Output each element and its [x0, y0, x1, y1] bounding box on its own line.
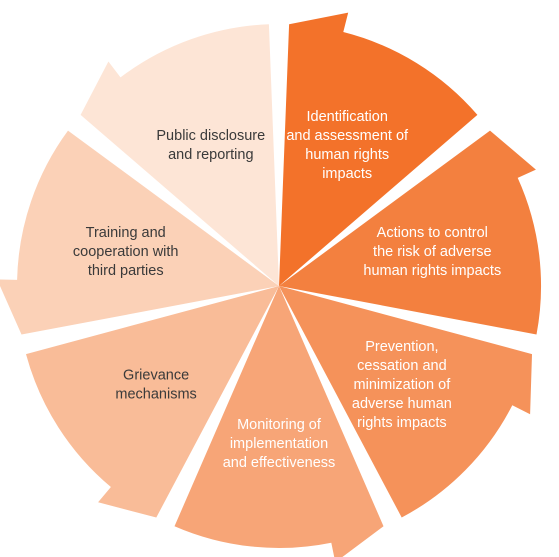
- segment-label-risk-control: Actions to control the risk of adverse hum…: [363, 225, 501, 279]
- segment-label-prevention: Prevention, cessation and minimization of a…: [352, 339, 452, 431]
- segment-label-training: Training and cooperation with third partie…: [73, 225, 179, 279]
- segment-label-line: and reporting: [168, 147, 253, 163]
- segment-label-disclosure: Public disclosure and reporting: [156, 128, 265, 163]
- segment-label-line: cooperation with: [73, 244, 179, 260]
- segment-label-line: rights impacts: [357, 415, 446, 431]
- segment-label-line: Prevention,: [365, 339, 438, 355]
- segment-label-line: third parties: [88, 263, 164, 279]
- segment-monitoring: [174, 286, 384, 557]
- segment-label-line: implementation: [230, 436, 328, 452]
- segment-label-monitoring: Monitoring of implementation and effective…: [223, 417, 336, 471]
- segment-label-line: human rights: [305, 147, 389, 163]
- segment-label-line: cessation and: [357, 358, 446, 374]
- segment-label-line: minimization of: [354, 377, 452, 393]
- segment-label-line: adverse human: [352, 396, 452, 412]
- segment-label-identification: Identification and assessment of human rig…: [286, 109, 409, 182]
- segment-label-line: and effectiveness: [223, 455, 336, 471]
- segment-disclosure: [80, 24, 279, 286]
- segment-grievance: [26, 286, 279, 518]
- segment-label-line: mechanisms: [115, 387, 196, 403]
- segment-label-line: Training and: [86, 225, 166, 241]
- segment-training: [0, 130, 279, 335]
- segment-label-line: Monitoring of: [237, 417, 322, 433]
- segment-prevention: [279, 286, 532, 518]
- segment-identification: [279, 12, 478, 286]
- segment-label-line: Public disclosure: [156, 128, 265, 144]
- segment-label-line: the risk of adverse: [373, 244, 491, 260]
- segment-label-line: and assessment of: [286, 128, 409, 144]
- segment-risk-control: [279, 130, 542, 335]
- segment-label-grievance: Grievance mechanisms: [115, 368, 196, 403]
- segment-label-line: Identification: [306, 109, 387, 125]
- segment-label-line: Actions to control: [377, 225, 488, 241]
- segment-label-line: human rights impacts: [363, 263, 501, 279]
- segment-label-line: impacts: [322, 166, 372, 182]
- segment-label-line: Grievance: [123, 368, 189, 384]
